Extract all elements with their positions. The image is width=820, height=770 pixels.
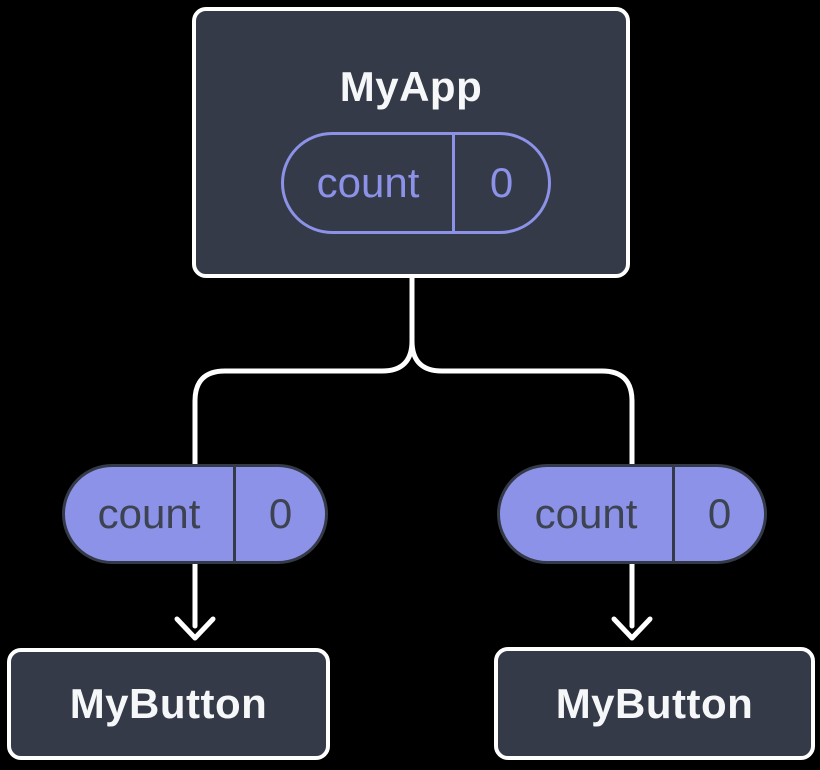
state-name: count	[284, 135, 455, 231]
connector-right-branch	[409, 272, 635, 469]
node-myapp: MyApp count 0	[192, 7, 630, 278]
node-mybutton-right: MyButton	[494, 647, 815, 760]
node-mybutton-title: MyButton	[555, 679, 754, 727]
state-value: 0	[489, 159, 514, 206]
node-myapp-title: MyApp	[339, 63, 483, 110]
prop-value: 0	[268, 490, 293, 537]
prop-name: count	[65, 467, 236, 561]
prop-name: count	[500, 467, 675, 561]
state-pill-count: count 0	[281, 132, 551, 234]
prop-pill-right: count 0	[497, 464, 767, 564]
node-mybutton-title: MyButton	[69, 680, 268, 727]
left-arrowhead-icon	[174, 616, 216, 641]
node-mybutton-left: MyButton	[7, 648, 330, 760]
connector-left-branch	[192, 272, 415, 469]
prop-value: 0	[707, 490, 732, 537]
right-arrowhead-icon	[611, 616, 653, 641]
prop-pill-left: count 0	[62, 464, 328, 564]
